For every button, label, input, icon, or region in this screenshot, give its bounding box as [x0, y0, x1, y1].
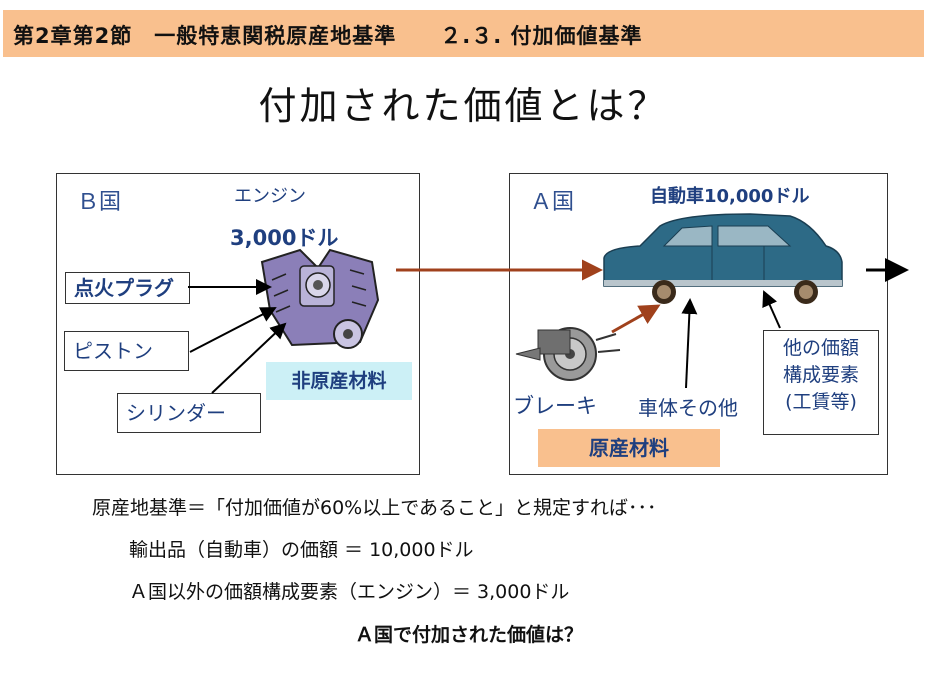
- other-cost-box: 他の価額 構成要素 (工賃等): [763, 330, 879, 435]
- engine-name: エンジン: [234, 186, 306, 207]
- slide-header: 第2章第2節 一般特恵関税原産地基準 ２.３. 付加価値基準: [3, 10, 924, 57]
- other-cost-line3: (工賃等): [785, 391, 857, 413]
- brake-illustration: [515, 327, 621, 381]
- non-origin-label: 非原産材料: [266, 362, 412, 400]
- origin-label: 原産材料: [538, 429, 720, 467]
- country-b-label: Ｂ国: [77, 190, 122, 215]
- explanation-line1: 原産地基準＝「付加価値が60%以上であること」と規定すれば･･･: [92, 497, 657, 519]
- body-label: 車体その他: [638, 396, 738, 420]
- part-piston: ピストン: [64, 331, 189, 371]
- arrow-body-to-car: [681, 298, 698, 389]
- arrow-other-to-car: [762, 290, 781, 329]
- slide-title: 付加された価値とは？: [258, 84, 669, 128]
- explanation-line3: Ａ国以外の価額構成要素（エンジン）＝ 3,000ドル: [129, 581, 570, 603]
- engine-price: 3,000ドル: [230, 226, 339, 250]
- car-price: 自動車10,000ドル: [650, 186, 810, 207]
- header-text: 第2章第2節 一般特恵関税原産地基準 ２.３. 付加価値基準: [13, 24, 643, 48]
- brake-label: ブレーキ: [513, 394, 597, 418]
- other-cost-line1: 他の価額: [782, 337, 859, 359]
- arrow-cylinder: [211, 322, 287, 394]
- arrow-brake-to-car: [611, 304, 661, 334]
- other-cost-line2: 構成要素: [782, 364, 859, 386]
- engine-illustration: [260, 248, 380, 349]
- car-illustration: [603, 213, 843, 304]
- arrow-piston: [189, 307, 277, 353]
- part-cylinder: シリンダー: [117, 393, 261, 433]
- explanation-question: Ａ国で付加された価値は？: [355, 624, 584, 646]
- explanation-line2: 輸出品（自動車）の価額 ＝ 10,000ドル: [129, 539, 474, 561]
- country-a-label: Ａ国: [530, 190, 575, 215]
